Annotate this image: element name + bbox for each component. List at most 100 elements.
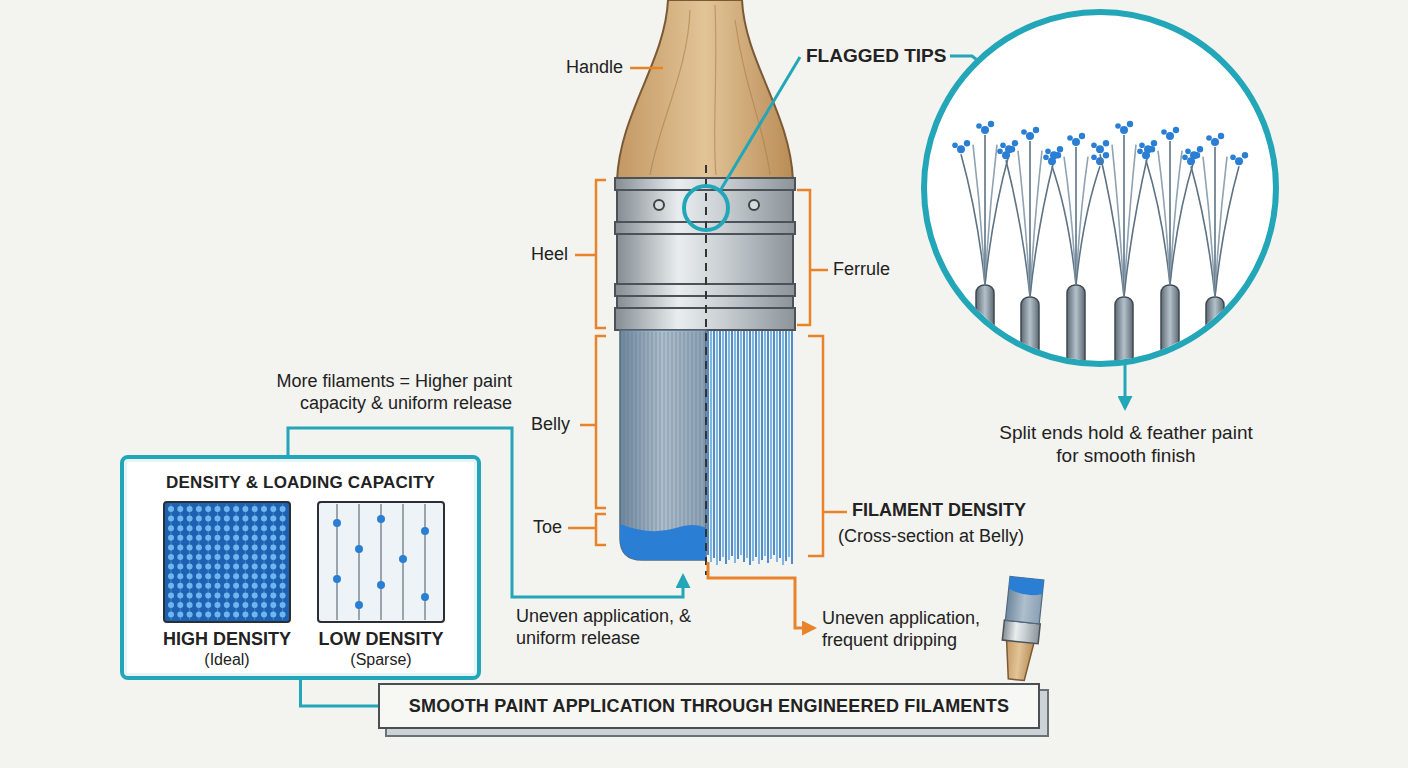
paint-droplet [1139,142,1145,148]
filament-dot [252,516,258,522]
summary-banner: SMOOTH PAINT APPLICATION THROUGH ENGINEE… [378,683,1040,729]
split-end [1123,135,1125,297]
filament-dot [215,583,221,589]
leader-arrow [1124,364,1127,408]
filament-dot [177,583,183,589]
filament-dot [233,583,239,589]
filament-dot [187,612,193,618]
paint-droplet [1187,157,1195,165]
paint-droplet [964,140,970,146]
filament-dot [215,516,221,522]
filament-dot [177,573,183,579]
paint-droplet [1103,152,1109,158]
paint-droplet [952,142,958,148]
bristle-line [704,332,705,550]
paint-droplet [981,126,989,134]
filament-dot [168,506,174,512]
paint-droplet [1235,157,1243,165]
paint-droplet [1079,133,1085,139]
section-note: (Cross-section at Belly) [838,526,1024,548]
heel-bracket [575,180,606,328]
filament-dot [168,573,174,579]
filament-dot [205,525,211,531]
paint-droplet [1137,148,1143,154]
filament-dot [333,519,341,527]
filament-dot [224,592,230,598]
bristle-line [632,332,633,550]
split-end [1006,160,1030,297]
bristle-line [628,332,629,545]
filament-dot [270,535,276,541]
filament-dot [252,554,258,560]
sample-note: (Sparse) [350,651,411,669]
filament-dot [196,535,202,541]
filament-dot [252,602,258,608]
paint-droplet [1045,148,1051,154]
filament-dot [270,592,276,598]
filament-dot [280,535,286,541]
filament-dot [355,601,363,609]
paint-droplet [1091,142,1097,148]
filament-dot [421,593,429,601]
filament-dot [242,564,248,570]
filament-dot [333,575,341,583]
paint-droplet [1182,154,1188,160]
bristle-line [640,332,641,545]
bristle-filament [767,331,769,563]
connector-line [301,680,379,706]
swatch-frame [318,502,444,622]
bristle-line [692,332,693,550]
filament-dot [261,564,267,570]
paint-droplet [976,123,982,129]
bristle-filament [737,331,739,559]
panel-title: DENSITY & LOADING CAPACITY [124,473,477,493]
filament-dot [168,544,174,550]
density-panel: DENSITY & LOADING CAPACITYHIGH DENSITY(I… [120,455,481,680]
part-name: Belly [531,414,570,436]
filament-dot [270,525,276,531]
filament-dot [196,564,202,570]
filament-dot [280,506,286,512]
density-sample: LOW DENSITY(Sparse) [305,501,457,669]
paint-droplet [1048,157,1056,165]
filament-dot [177,602,183,608]
paint-droplet [1057,146,1063,152]
filament-dot [242,554,248,560]
bristle-filament [764,331,766,556]
split-end [973,145,985,285]
filament-dot [215,592,221,598]
filament-rod [1206,297,1224,417]
filament-dot [224,544,230,550]
filament-dot [196,602,202,608]
bristle-line [652,332,653,545]
filament-dot [233,564,239,570]
bristle-line [688,332,689,545]
filament-dot [399,555,407,563]
filament-dot [215,525,221,531]
split-end [985,154,1009,285]
filament-dot [252,506,258,512]
filament-dot [205,583,211,589]
filament-dot [168,525,174,531]
filament-dot [205,602,211,608]
filament-dot [261,573,267,579]
filament-dot [252,525,258,531]
split-end [1191,166,1215,297]
filament-dot [233,506,239,512]
handle-leader [630,67,663,70]
filament-dot [187,554,193,560]
bristle-line [680,332,681,550]
filament-dot [280,554,286,560]
wood-grain [650,5,770,175]
filament-dot [215,564,221,570]
filament-dot [205,554,211,560]
split-end [961,154,985,285]
rivet [654,200,664,210]
leader-line [720,57,800,191]
filament-dot [242,592,248,598]
filament-dot [252,564,258,570]
sample-title: LOW DENSITY [319,629,444,650]
bristle-filament [746,331,748,558]
bristle-filament [710,331,712,562]
filament-dot [233,535,239,541]
